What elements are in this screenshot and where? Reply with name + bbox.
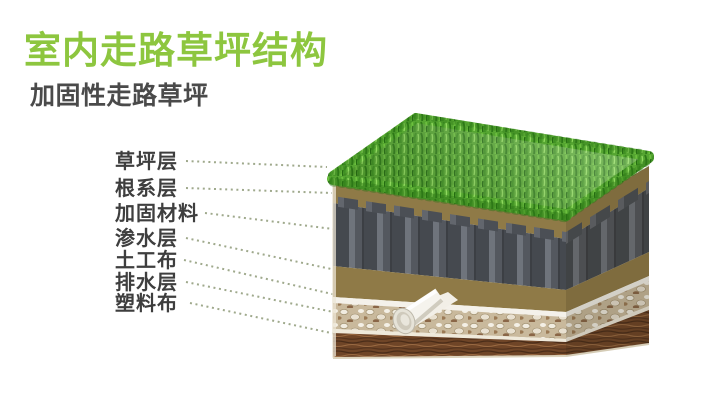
block-left-edge <box>332 180 336 358</box>
layer-label-turf: 草坪层 <box>115 149 178 173</box>
front-face-permeable-layer <box>333 266 566 312</box>
front-face-white-liner <box>333 329 566 342</box>
drainage-pipe <box>392 288 458 335</box>
layer-label-geotextile: 土工布 <box>115 248 178 272</box>
page-subtitle: 加固性走路草坪 <box>30 81 209 110</box>
front-face-slat-teeth <box>333 196 566 242</box>
block-bottom-right-edge <box>565 343 650 357</box>
leader-line-reinforcement <box>204 212 342 231</box>
right-face-shading <box>566 166 649 356</box>
layer-label-drainage: 排水层 <box>115 270 178 294</box>
right-face-slat-teeth <box>566 181 649 244</box>
right-face-reinforcement <box>566 188 649 290</box>
front-face-reinforcement <box>333 203 566 290</box>
block-bottom-edge <box>332 355 567 359</box>
right-face-drainage-gravel <box>566 281 649 339</box>
layer-label-plastic: 塑料布 <box>115 291 178 315</box>
front-face-plastic-sheet <box>333 333 566 358</box>
page-title: 室内走路草坪结构 <box>24 29 328 72</box>
leader-line-geotextile <box>183 259 355 300</box>
layer-label-permeable: 渗水层 <box>115 226 178 250</box>
front-face-drainage-gravel <box>333 303 566 339</box>
right-face-white-liner <box>566 306 649 342</box>
layer-label-root: 根系层 <box>115 176 178 200</box>
leader-line-turf <box>185 160 328 168</box>
grass-top-lighting <box>333 118 649 214</box>
front-face-geotextile <box>333 297 566 317</box>
leader-lines <box>183 160 365 341</box>
layer-label-reinforcement: 加固材料 <box>115 201 199 225</box>
pipe-opening-bore <box>400 314 410 326</box>
leader-line-drainage <box>185 281 359 318</box>
right-face-plastic-sheet <box>566 310 649 356</box>
grass-fringe <box>327 112 654 223</box>
leader-line-plastic <box>189 302 365 341</box>
leader-line-root <box>185 187 333 194</box>
soil-block <box>327 112 654 359</box>
right-face-geotextile <box>566 276 649 317</box>
leader-line-permeable <box>185 237 351 274</box>
right-face-permeable-layer <box>566 252 649 312</box>
